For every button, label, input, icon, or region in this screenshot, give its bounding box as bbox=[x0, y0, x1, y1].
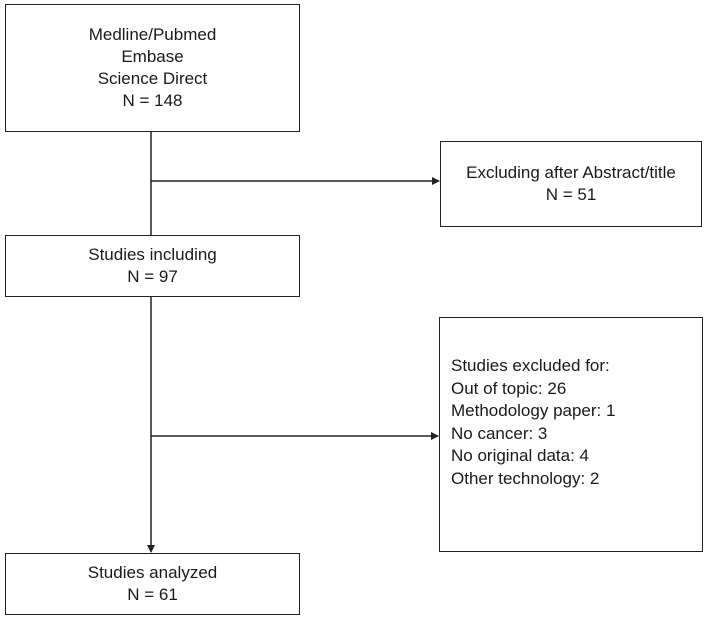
excluded-reason-item: No original data: 4 bbox=[451, 446, 589, 465]
excluded-abstract-label: Excluding after Abstract/title bbox=[466, 163, 676, 182]
analyzed-box: Studies analyzed N = 61 bbox=[5, 553, 300, 615]
excluded-abstract-count: N = 51 bbox=[545, 185, 597, 204]
analyzed-label: Studies analyzed bbox=[87, 563, 218, 582]
sources-box: Medline/Pubmed Embase Science Direct N =… bbox=[5, 4, 300, 132]
excluded-reason-item: Other technology: 2 bbox=[451, 468, 600, 488]
excluded-reason-item: No cancer: 3 bbox=[451, 423, 548, 443]
excluded-reasons-box: Studies excluded for: Out of topic: 26 M… bbox=[439, 317, 703, 552]
included-label: Studies including bbox=[88, 245, 217, 264]
sources-line-2: Embase bbox=[121, 47, 184, 66]
included-count: N = 97 bbox=[127, 267, 178, 286]
included-box: Studies including N = 97 bbox=[5, 235, 300, 297]
sources-line-1: Medline/Pubmed bbox=[88, 25, 217, 44]
analyzed-count: N = 61 bbox=[127, 585, 178, 604]
excluded-reasons-heading: Studies excluded for: bbox=[451, 356, 610, 375]
sources-count: N = 148 bbox=[122, 91, 183, 110]
excluded-reason-item: Methodology paper: 1 bbox=[451, 401, 616, 420]
excluded-reason-item: Out of topic: 26 bbox=[451, 378, 567, 398]
excluded-abstract-box: Excluding after Abstract/title N = 51 bbox=[440, 141, 702, 227]
sources-line-3: Science Direct bbox=[97, 69, 208, 88]
